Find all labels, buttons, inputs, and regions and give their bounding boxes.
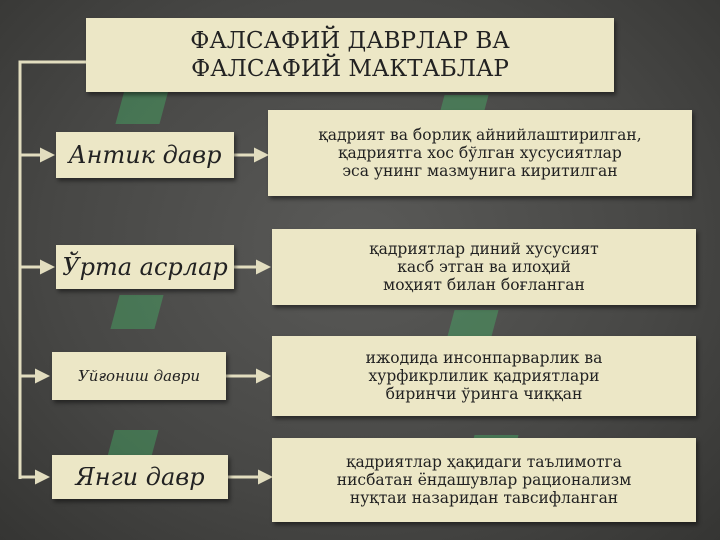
description-line: қадрият ва борлиқ айнийлаштирилган, <box>318 126 642 144</box>
description-line: қадриятга хос бўлган хусусиятлар <box>338 144 622 162</box>
description-line: биринчи ўринга чиққан <box>385 385 583 403</box>
description-line: қадриятлар ҳақидаги таълимотга <box>346 453 622 471</box>
period-box-renaissance: Уйғониш даври <box>52 352 226 400</box>
period-box-modern: Янги давр <box>52 455 228 499</box>
description-box-modern: қадриятлар ҳақидаги таълимотга нисбатан … <box>272 438 696 522</box>
description-box-renaissance: ижодида инсонпарварлик ва хурфикрлилик қ… <box>272 336 696 416</box>
trunk-line <box>18 60 86 479</box>
description-line: нисбатан ёндашувлар рационализм <box>336 471 632 489</box>
description-box-middle-ages: қадриятлар диний хусусият касб этган ва … <box>272 229 696 305</box>
description-box-antique: қадрият ва борлиқ айнийлаштирилган, қадр… <box>268 110 692 196</box>
description-line: нуқтаи назаридан тавсифланган <box>349 489 619 507</box>
description-line: ижодида инсонпарварлик ва <box>365 349 603 367</box>
period-label: Антик давр <box>68 141 222 169</box>
title-line-2: ФАЛСАФИЙ МАКТАБЛАР <box>191 56 509 82</box>
period-label: Уйғониш даври <box>77 367 201 385</box>
period-label: Янги давр <box>75 463 205 491</box>
period-label: Ўрта асрлар <box>62 253 228 281</box>
period-box-middle-ages: Ўрта асрлар <box>56 245 234 289</box>
description-line: қадриятлар диний хусусият <box>369 240 599 258</box>
period-box-antique: Антик давр <box>56 132 234 178</box>
description-line: эса унинг мазмунига киритилган <box>342 162 618 180</box>
description-line: моҳият билан боғланган <box>383 276 585 294</box>
description-line: касб этган ва илоҳий <box>397 258 571 276</box>
description-line: хурфикрлилик қадриятлари <box>368 367 600 385</box>
diagram-title: ФАЛСАФИЙ ДАВРЛАР ВА ФАЛСАФИЙ МАКТАБЛАР <box>86 18 614 92</box>
title-line-1: ФАЛСАФИЙ ДАВРЛАР ВА <box>190 28 510 54</box>
